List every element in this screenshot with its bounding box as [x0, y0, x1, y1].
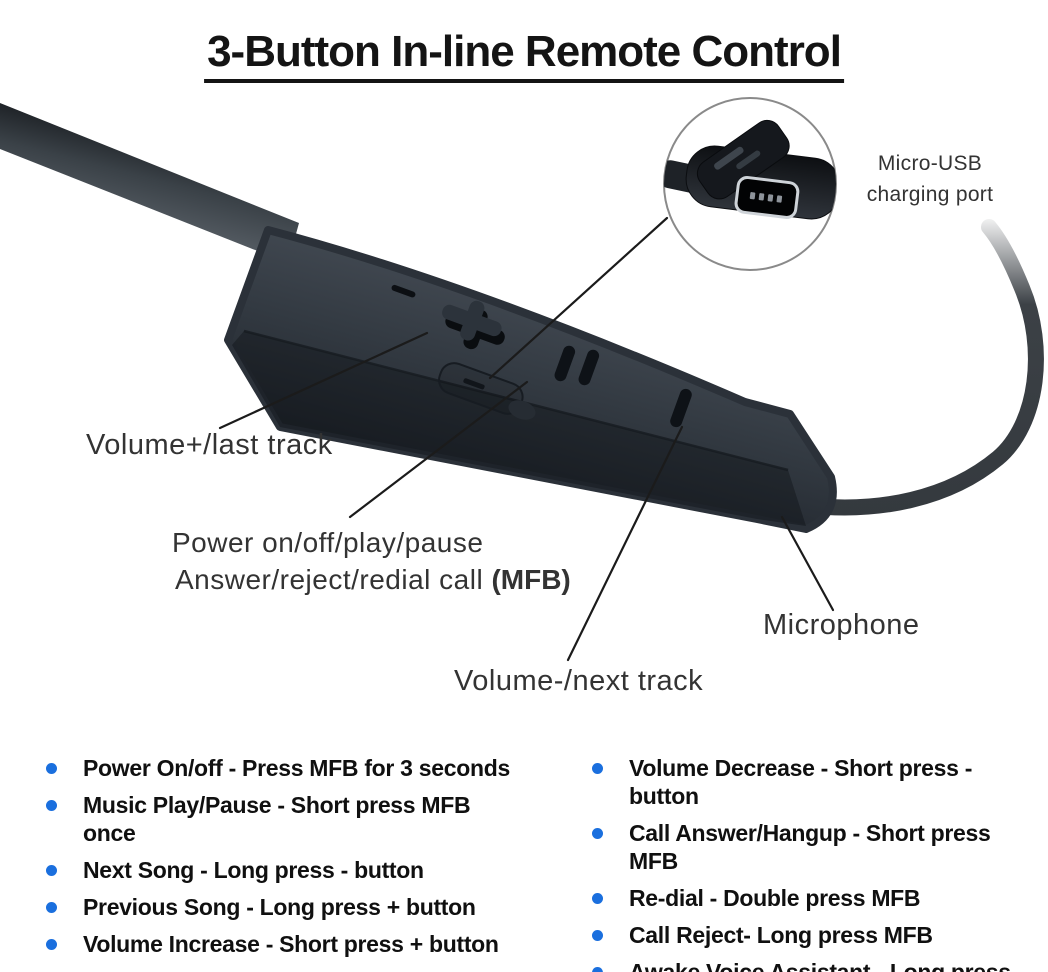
- power-label-line1: Power on/off/play/pause: [172, 527, 484, 558]
- left-cable: [0, 103, 299, 263]
- bullet-dot-icon: [592, 930, 603, 941]
- volume-down-label: Volume-/next track: [454, 665, 704, 697]
- right-cable: [796, 219, 1044, 516]
- list-item-text: Power On/off - Press MFB for 3 seconds: [83, 755, 510, 781]
- microphone-label: Microphone: [763, 609, 920, 641]
- bullet-dot-icon: [592, 828, 603, 839]
- bullet-dot-icon: [46, 800, 57, 811]
- inset-usb-port-icon: [734, 176, 800, 219]
- list-item-text: Awake Voice Assistant - Long press power…: [629, 959, 1011, 972]
- mic-bump: [508, 400, 536, 420]
- micro-usb-label: Micro-USB charging port: [860, 148, 1000, 210]
- page-title: 3-Button In-line Remote Control: [204, 29, 844, 83]
- list-item: Call Answer/Hangup - Short press MFB: [592, 819, 1032, 875]
- power-label-line2: Answer/reject/redial call (MFB): [175, 564, 571, 596]
- list-item: Awake Voice Assistant - Long press power…: [592, 958, 1032, 972]
- list-item: Previous Song - Long press + button: [46, 893, 516, 921]
- callout-line-power: [348, 380, 529, 519]
- bullet-dot-icon: [46, 763, 57, 774]
- list-item-text: Music Play/Pause - Short press MFB once: [83, 792, 471, 846]
- bullet-dot-icon: [46, 902, 57, 913]
- micro-usb-label-line1: Micro-USB: [877, 152, 983, 175]
- callout-line-usb-port: [488, 216, 669, 380]
- remote-body: [224, 226, 837, 533]
- inset-usb-flap-icon: [696, 119, 790, 200]
- callout-line-volume-down: [566, 425, 684, 662]
- list-item-text: Volume Increase - Short press + button: [83, 931, 499, 957]
- list-item-text: Volume Decrease - Short press - button: [629, 755, 973, 809]
- callout-line-volume-up: [218, 331, 429, 430]
- micro-usb-label-line2: charging port: [866, 183, 994, 206]
- list-item: Power On/off - Press MFB for 3 seconds: [46, 754, 516, 782]
- volume-up-label: Volume+/last track: [86, 429, 333, 461]
- body-lower-face: [232, 331, 806, 526]
- list-item: Re-dial - Double press MFB: [592, 884, 1032, 912]
- list-item: Volume Decrease - Short press - button: [592, 754, 1032, 810]
- mfb-pause-button: [554, 345, 600, 386]
- bullet-dot-icon: [592, 763, 603, 774]
- volume-minus-button: [670, 388, 692, 428]
- usb-port-inset: [663, 97, 837, 271]
- power-label-mfb-text: (MFB): [491, 564, 571, 595]
- list-item: Volume Increase - Short press + button: [46, 930, 516, 958]
- list-item: Music Play/Pause - Short press MFB once: [46, 791, 516, 847]
- callout-line-microphone: [780, 515, 835, 612]
- list-item: Call Reject- Long press MFB: [592, 921, 1032, 949]
- list-item-text: Call Reject- Long press MFB: [629, 922, 933, 948]
- list-item-text: Re-dial - Double press MFB: [629, 885, 921, 911]
- instructions-list-right: Volume Decrease - Short press - button C…: [592, 754, 1032, 972]
- power-label-answer-text: Answer/reject/redial call: [175, 564, 484, 595]
- minus-marking-icon: [391, 284, 416, 298]
- bullet-dot-icon: [592, 893, 603, 904]
- instructions-list-left: Power On/off - Press MFB for 3 seconds M…: [46, 754, 516, 967]
- list-item-text: Next Song - Long press - button: [83, 857, 424, 883]
- list-item: Next Song - Long press - button: [46, 856, 516, 884]
- list-item-text: Call Answer/Hangup - Short press MFB: [629, 820, 991, 874]
- list-item-text: Previous Song - Long press + button: [83, 894, 476, 920]
- bullet-dot-icon: [46, 939, 57, 950]
- bullet-dot-icon: [592, 967, 603, 972]
- volume-plus-button: [442, 300, 505, 350]
- bullet-dot-icon: [46, 865, 57, 876]
